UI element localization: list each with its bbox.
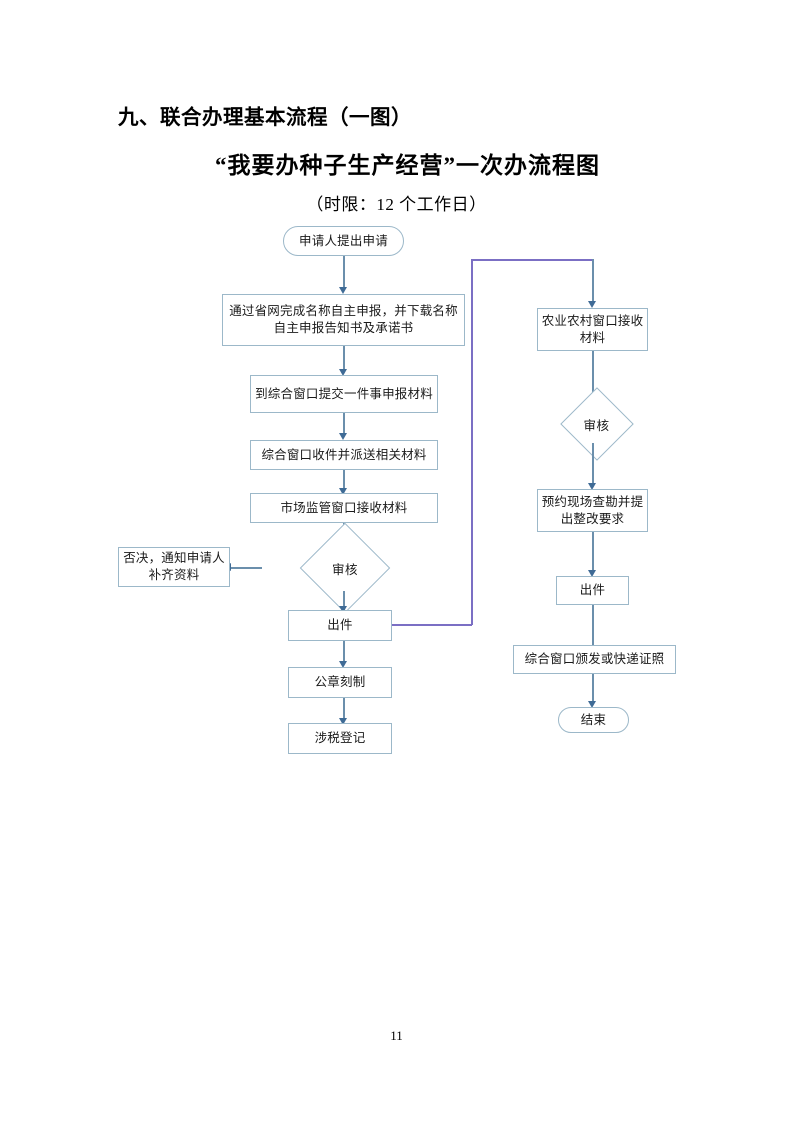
arrowhead-down-icon [339,661,347,668]
arrowhead-down-icon [339,488,347,495]
edge-review-to-issue-left [343,591,345,611]
flow-node-seal-carving-label: 公章刻制 [314,675,366,690]
edge-issue-to-agri-top [471,259,593,261]
arrowhead-down-icon [339,606,347,613]
flow-node-submit-materials: 到综合窗口提交一件事申报材料 [250,375,438,413]
edge-into-agri-recv [592,259,594,303]
flow-node-submit-materials-label: 到综合窗口提交一件事申报材料 [255,386,433,401]
flow-node-market-supervision-receive: 市场监管窗口接收材料 [250,493,438,523]
edge-issue-to-seal [343,641,345,664]
edge-issue-right-to-deliver [592,605,594,645]
flow-node-receive-and-send: 综合窗口收件并派送相关材料 [250,440,438,470]
flow-node-agriculture-receive-label: 农业农村窗口接收材料 [541,313,644,345]
edge-agri-to-review [592,351,594,402]
flow-node-deliver-certificate-label: 综合窗口颁发或快递证照 [524,652,665,667]
arrowhead-down-icon [588,570,596,577]
arrowhead-down-icon [339,369,347,376]
flow-node-end: 结束 [558,707,629,733]
flow-node-agriculture-receive: 农业农村窗口接收材料 [537,308,648,351]
flow-node-start: 申请人提出申请 [283,226,404,256]
flow-node-review-right: 审核 [527,387,666,461]
flow-node-reject-notify-label: 否决，通知申请人补齐资料 [123,551,225,582]
flow-node-start-label: 申请人提出申请 [299,233,388,248]
edge-deliver-to-end [592,674,594,704]
edge-start-to-name-decl [343,256,345,289]
edge-issue-to-agri-horizontal [392,624,472,626]
flow-node-receive-and-send-label: 综合窗口收件并派送相关材料 [261,447,427,462]
flow-node-review-left-label: 审核 [331,562,358,577]
flow-node-tax-registration-label: 涉税登记 [314,731,366,746]
flow-node-end-label: 结束 [580,712,607,727]
flow-node-deliver-certificate: 综合窗口颁发或快递证照 [513,645,676,674]
flow-node-issue-left-label: 出件 [327,618,353,633]
flow-node-tax-registration: 涉税登记 [288,723,392,754]
flow-node-name-declaration: 通过省网完成名称自主申报，并下载名称自主申报告知书及承诺书 [222,294,465,346]
page-title: “我要办种子生产经营”一次办流程图 [215,153,600,178]
flow-node-issue-right-label: 出件 [579,583,606,598]
arrowhead-down-icon [588,301,596,308]
flow-node-review-right-label: 审核 [583,418,610,433]
arrowhead-down-icon [339,718,347,725]
page-subtitle: （时限：12 个工作日） [306,195,487,214]
flow-node-seal-carving: 公章刻制 [288,667,392,698]
edge-receive-to-market [343,470,345,491]
arrowhead-down-icon [588,483,596,490]
flow-node-issue-right: 出件 [556,576,629,605]
edge-review-to-site-check [592,443,594,486]
edge-submit-to-receive [343,413,345,436]
arrowhead-down-icon [339,433,347,440]
edge-seal-to-tax [343,698,345,721]
arrowhead-down-icon [588,701,596,708]
flow-node-market-supervision-receive-label: 市场监管窗口接收材料 [280,500,408,515]
edge-issue-to-agri-vertical [471,259,473,625]
flow-node-reject-notify: 否决，通知申请人补齐资料 [118,547,230,587]
flow-node-site-inspection-label: 预约现场查勘并提出整改要求 [541,494,644,526]
flow-node-site-inspection: 预约现场查勘并提出整改要求 [537,489,648,532]
flow-node-name-declaration-label: 通过省网完成名称自主申报，并下载名称自主申报告知书及承诺书 [229,304,458,335]
arrowhead-down-icon [339,287,347,294]
flow-node-review-left: 审核 [255,522,435,614]
edge-name-decl-to-submit [343,346,345,372]
section-heading: 九、联合办理基本流程（一图） [118,106,412,129]
edge-review-to-reject [230,567,262,569]
flow-node-issue-left: 出件 [288,610,392,641]
page-number: 11 [390,1028,403,1043]
edge-site-to-issue-right [592,532,594,573]
